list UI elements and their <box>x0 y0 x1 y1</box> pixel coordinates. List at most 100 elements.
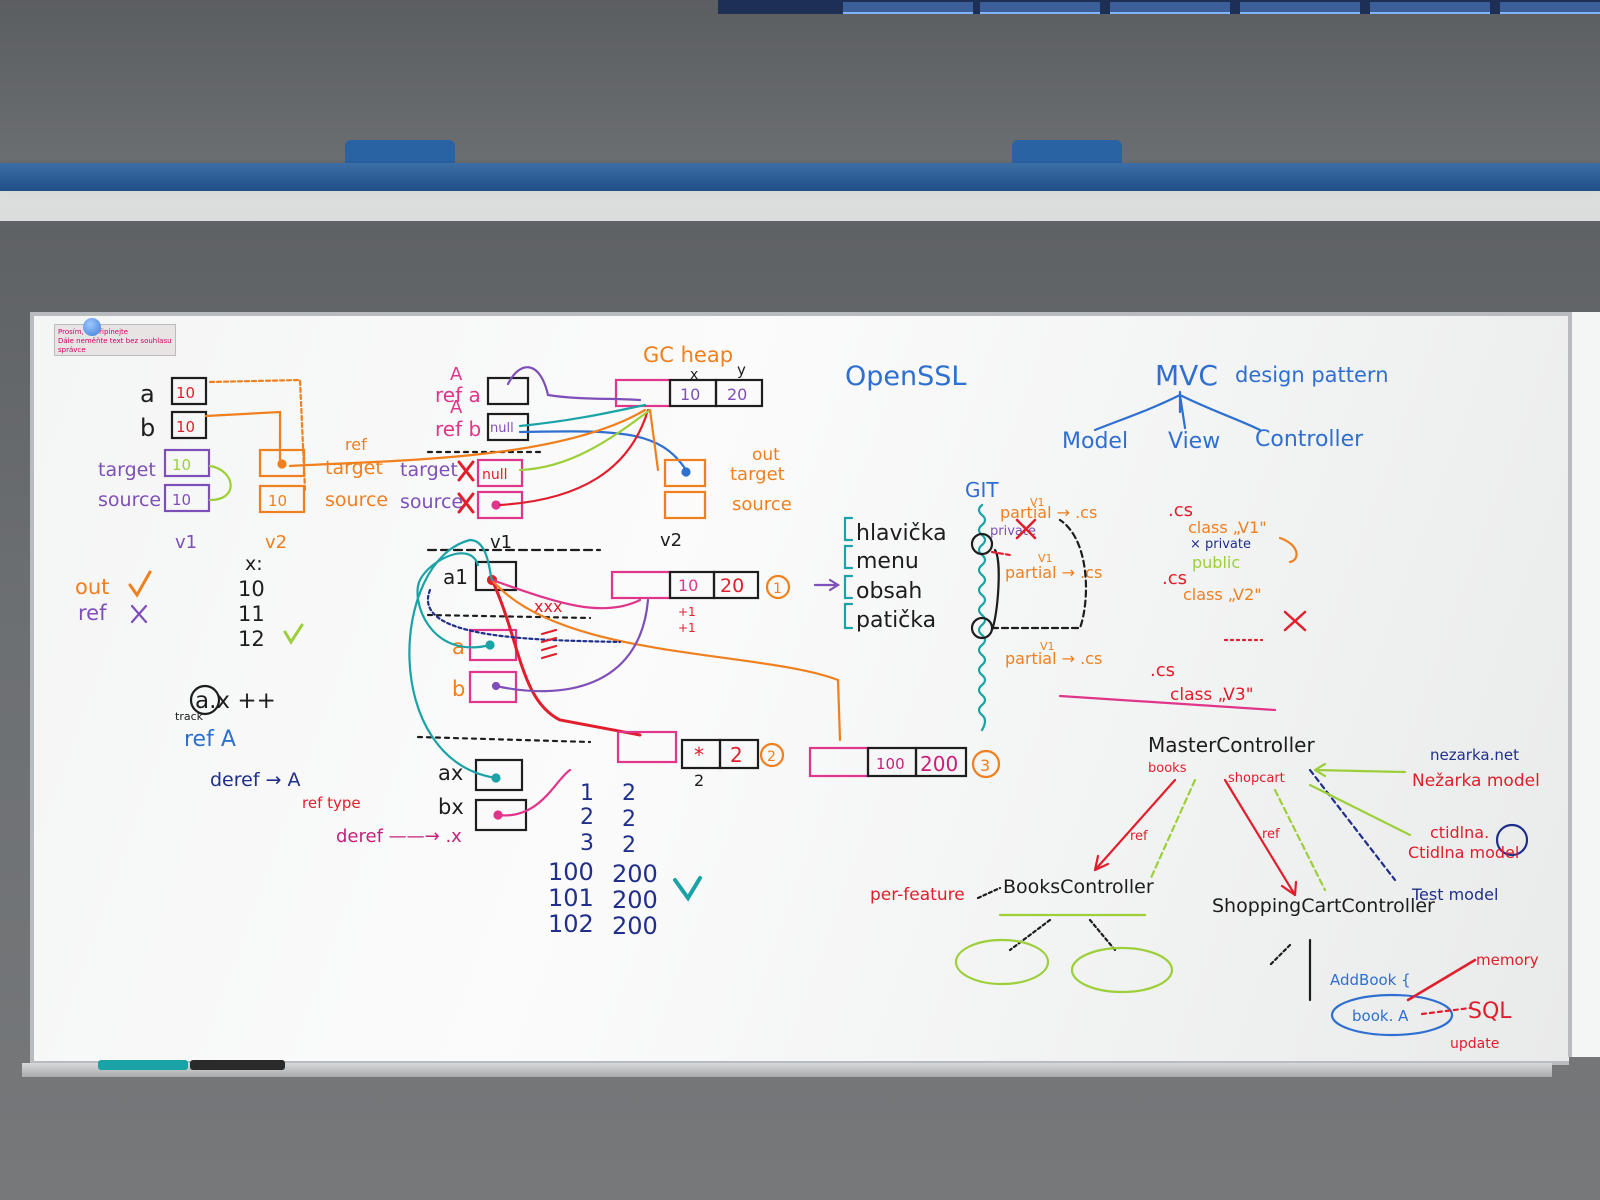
label-cs: .cs <box>1150 660 1175 681</box>
label-controller: Controller <box>1255 427 1364 452</box>
label-ref-A: ref A <box>184 727 236 752</box>
label-bx: bx <box>438 795 464 819</box>
upper-board-edge <box>0 191 1600 221</box>
label-test-model: Test model <box>1411 885 1498 904</box>
teal-marker[interactable] <box>98 1060 188 1070</box>
taskbar-item <box>1370 2 1490 14</box>
box-source-ref <box>476 490 524 520</box>
label-x: x <box>690 367 698 383</box>
obj2-field-y <box>718 738 760 770</box>
out-ref-legend: out ref x: 10 11 12 <box>75 553 304 651</box>
label-add-book: AddBook { <box>1330 971 1411 989</box>
box-out-target <box>663 458 707 488</box>
item-hlavicka: hlavička <box>856 521 947 546</box>
source-value: 10 <box>172 491 191 509</box>
label-ref: ref <box>345 435 367 454</box>
label-track: track <box>175 710 204 723</box>
label-v2: v2 <box>265 532 287 553</box>
projector-rail <box>0 163 1600 191</box>
magnet[interactable] <box>83 318 101 336</box>
label-per-feature: per-feature <box>870 885 965 905</box>
taskbar-item <box>1110 2 1230 14</box>
shopping-cart-controller: ShoppingCartController <box>1212 895 1435 917</box>
label-ref-a: ref a <box>435 383 481 407</box>
expr-ax-pp: a.x ++ <box>195 688 276 714</box>
heap-header <box>614 378 672 408</box>
label-source: source <box>325 489 388 511</box>
label-x-private: × private <box>1190 537 1251 552</box>
books-controller: BooksController <box>1003 876 1154 898</box>
arrow-b <box>204 410 282 462</box>
label-shopcart: shopcart <box>1228 771 1285 786</box>
left-value: 2 <box>580 805 594 830</box>
label-target: target <box>400 459 458 481</box>
controller-diagram: MasterController books shopcart ref ref … <box>870 733 1540 1052</box>
box-ref-b <box>486 412 530 442</box>
ref-frame: A ref a A ref b null target source null … <box>400 364 547 553</box>
item-menu: menu <box>856 549 919 574</box>
x-value-12: 12 <box>238 627 265 651</box>
label-target: target <box>98 459 156 481</box>
label-v1: V1 <box>1040 640 1055 653</box>
label-gc-heap: GC heap <box>643 343 733 367</box>
right-value: 200 <box>612 886 658 914</box>
label-y: y <box>737 361 746 379</box>
obj2-number: 2 <box>767 749 776 765</box>
openssl-section: OpenSSL hlavička menu obsah patička <box>813 361 966 633</box>
right-value: 200 <box>612 912 658 940</box>
right-value: 2 <box>622 833 636 858</box>
deref-notes: a.x ++ track ref A deref → A ref type de… <box>175 684 462 847</box>
arrow-v1 <box>208 464 232 502</box>
black-marker[interactable] <box>190 1060 285 1070</box>
obj3-field-y <box>914 746 968 778</box>
right-value: 2 <box>622 781 636 806</box>
array-frame: a1 xxx a b ax bx <box>408 538 842 832</box>
label-ref: ref <box>78 601 107 625</box>
obj3-y-value: 200 <box>920 752 958 776</box>
label-openssl: OpenSSL <box>845 361 966 392</box>
box-ax <box>474 758 524 792</box>
label-source: source <box>400 491 463 513</box>
box-b <box>170 410 208 440</box>
obj2-y-value: 2 <box>730 743 743 767</box>
value-b: 10 <box>176 418 195 436</box>
label-partial: partial → .cs <box>1000 503 1097 522</box>
heap-y-value: 20 <box>727 385 747 404</box>
label-v1: V1 <box>1030 496 1045 509</box>
label-target: target <box>730 464 785 485</box>
cs-classes: .cs class „V1" × private public .cs clas… <box>1058 500 1307 712</box>
v1-frame: target source 10 10 v1 <box>98 448 232 553</box>
heap-x-value: 10 <box>680 385 700 404</box>
box-ref-source <box>258 484 306 514</box>
left-value: 101 <box>548 884 594 912</box>
obj1-y-value: 20 <box>720 575 744 597</box>
label-memory: memory <box>1476 951 1539 969</box>
label-ctidlna-model: Ctidlna model <box>1408 843 1519 862</box>
label-partial: partial → .cs <box>1005 649 1102 668</box>
box-ref-target <box>258 448 306 478</box>
label-v1: v1 <box>490 532 512 553</box>
label-deref-x: deref ——→ .x <box>336 826 462 847</box>
label-v2: v2 <box>660 530 682 551</box>
label-class-v3: class „V3" <box>1170 685 1254 705</box>
label-a: a <box>452 635 465 659</box>
label-v1: V1 <box>1038 552 1053 565</box>
null-value: null <box>482 467 508 483</box>
label-view: View <box>1168 429 1220 454</box>
label-nezarka-net: nezarka.net <box>1430 746 1519 764</box>
whiteboard <box>30 312 1569 1065</box>
label-source: source <box>98 489 161 511</box>
left-value: 1 <box>580 781 594 806</box>
label-model: Model <box>1062 429 1128 454</box>
marker-tray <box>22 1063 1552 1077</box>
label-class-v2: class „V2" <box>1183 585 1262 604</box>
label-out: out <box>752 445 780 465</box>
box-out-source <box>663 490 707 520</box>
box-b <box>468 670 518 704</box>
label-ref-b: ref b <box>435 417 481 441</box>
value-table: 1 2 3 100 101 102 2 2 2 200 200 200 <box>548 781 702 940</box>
label-target: target <box>325 457 383 479</box>
mvc-section: MVC design pattern Model View Controller <box>1062 359 1389 454</box>
label-b: b <box>140 414 155 442</box>
box-ref-a <box>486 376 530 406</box>
